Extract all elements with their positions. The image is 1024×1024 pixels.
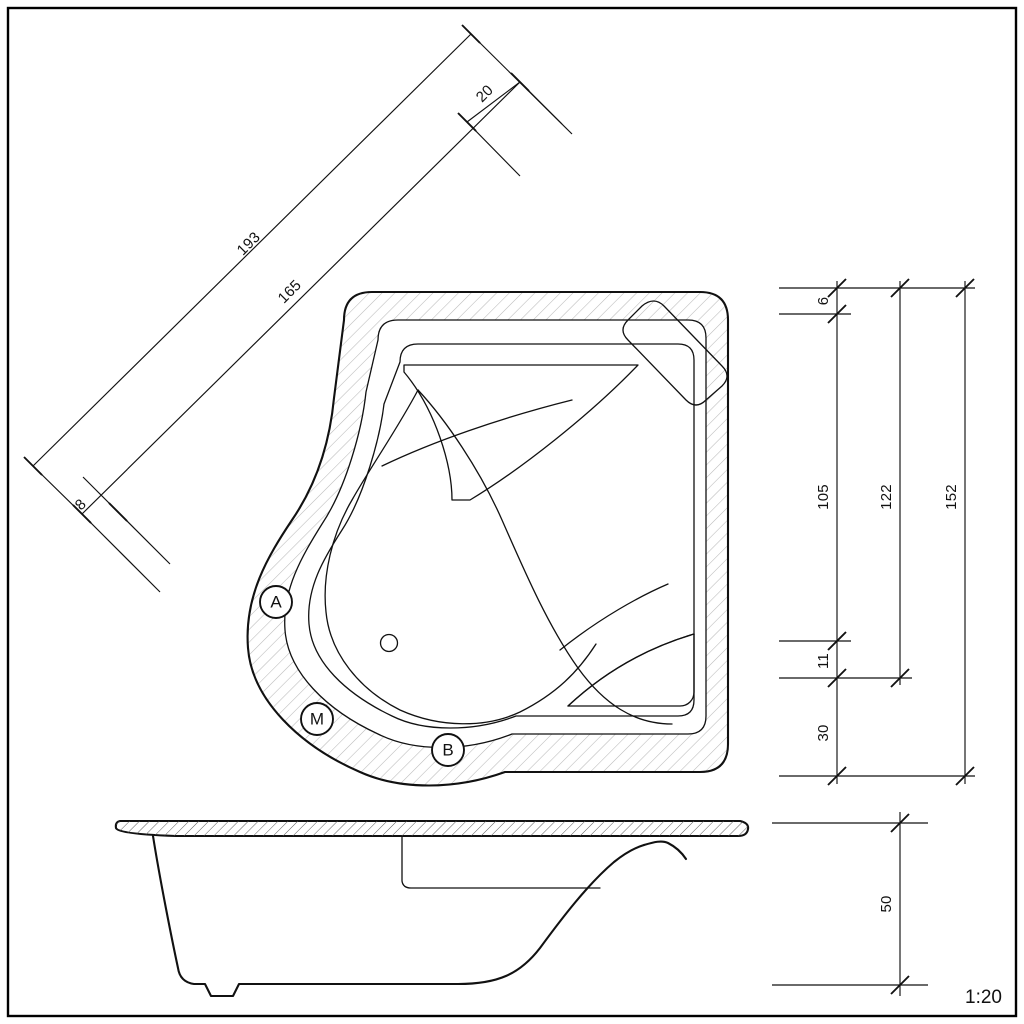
plan-view: A M B bbox=[246, 290, 730, 787]
plan-shelf-lower-inner bbox=[567, 633, 695, 707]
dim-105-label: 105 bbox=[815, 484, 832, 510]
callout-b-circle[interactable] bbox=[431, 733, 465, 767]
elevation-dimension-group: 50 bbox=[772, 812, 928, 996]
plan-basin-fill bbox=[284, 320, 706, 748]
plan-shelf-upper-fillet bbox=[381, 399, 573, 467]
plan-drain-hole bbox=[379, 633, 399, 653]
plan-basin-top-edge bbox=[308, 343, 695, 729]
dim-11-label: 11 bbox=[815, 653, 832, 669]
plan-shelf-upper bbox=[403, 364, 639, 501]
elevation-view bbox=[114, 819, 750, 998]
callout-m-label: M bbox=[310, 710, 324, 729]
plan-corner-handle-detail bbox=[622, 300, 728, 406]
callout-b-label: B bbox=[442, 741, 453, 760]
callout-a[interactable]: A bbox=[259, 585, 293, 619]
callout-m[interactable]: M bbox=[300, 702, 334, 736]
elevation-rim-hatch bbox=[115, 821, 749, 836]
scale-label: 1:20 bbox=[965, 987, 1002, 1008]
dim-50-label: 50 bbox=[878, 895, 895, 912]
diagonal-dim-ticks bbox=[23, 24, 530, 524]
dim-8-label: 8 bbox=[72, 496, 90, 514]
dim-165-line bbox=[81, 81, 521, 515]
callout-b[interactable]: B bbox=[431, 733, 465, 767]
dim-193-line bbox=[32, 33, 472, 467]
drawing-frame bbox=[6, 6, 1018, 1018]
elevation-rim-return bbox=[642, 840, 688, 861]
elevation-body-outline bbox=[151, 834, 646, 998]
dim-8-witness-a bbox=[81, 513, 161, 593]
dim-152-label: 152 bbox=[943, 484, 960, 510]
dim-165-label: 165 bbox=[275, 277, 305, 307]
dim-30-label: 30 bbox=[815, 724, 832, 741]
vertical-dim-ticks bbox=[827, 278, 975, 786]
callout-a-label: A bbox=[270, 593, 282, 612]
plan-shelf-lower-fillet bbox=[559, 583, 669, 651]
dim-122-label: 122 bbox=[878, 484, 895, 510]
plan-rim-inner-edge bbox=[284, 319, 707, 749]
callout-m-circle[interactable] bbox=[300, 702, 334, 736]
vertical-dimension-group: 6 105 11 30 122 152 bbox=[779, 278, 975, 786]
elevation-seat-step bbox=[401, 836, 601, 889]
dim-20-line bbox=[466, 81, 521, 123]
diagonal-dimension-group: 193 165 20 8 bbox=[23, 24, 573, 593]
dim-193-label: 193 bbox=[234, 229, 264, 259]
dim-6-label: 6 bbox=[815, 297, 832, 306]
callout-a-circle[interactable] bbox=[259, 585, 293, 619]
elevation-dim-ticks bbox=[890, 813, 910, 995]
plan-outer-outline bbox=[246, 290, 730, 787]
plan-bowl-outline bbox=[324, 389, 597, 725]
